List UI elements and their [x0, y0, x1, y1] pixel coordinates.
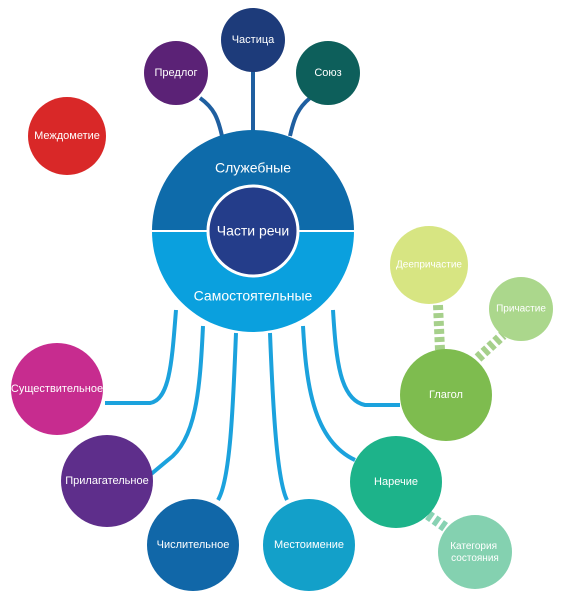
pronoun-circle [263, 499, 355, 591]
numeral-circle [147, 499, 239, 591]
category-state-line-1: Категория [450, 541, 497, 552]
connector-adjective [148, 325, 205, 477]
connector-pronoun [268, 332, 289, 501]
predlog-label: Предлог [155, 67, 198, 79]
connector-predlog [198, 96, 224, 137]
node-adjective: Прилагательное [61, 435, 153, 527]
deeprichastie-circle [390, 226, 468, 304]
adverb-label: Наречие [374, 476, 418, 488]
noun-label: Существительное [11, 383, 103, 395]
chastitsa-label: Частица [232, 34, 275, 46]
chastitsa-circle [221, 8, 285, 72]
node-chastitsa: Частица [221, 8, 285, 72]
independent-connectors [105, 309, 400, 502]
connector-soyuz [288, 96, 312, 137]
independent-half [152, 231, 354, 332]
independent-label: Самостоятельные [194, 288, 313, 304]
verb-label: Глагол [429, 389, 463, 401]
deeprichastie-label: Деепричастие [396, 260, 462, 271]
predlog-circle [144, 41, 208, 105]
node-prichastie: Причастие [489, 277, 553, 341]
connector-adverb [301, 325, 356, 462]
numeral-label: Числительное [157, 539, 230, 551]
connector-verb [331, 309, 400, 407]
node-soyuz: Союз [296, 41, 360, 105]
node-category-state: Категория состояния [438, 515, 512, 589]
connector-verb-deeprichastie [433, 304, 445, 351]
mezhdometie-label: Междометие [34, 130, 100, 142]
node-mezhdometie: Междометие [28, 97, 106, 175]
service-half [152, 130, 354, 231]
verb-circle [400, 349, 492, 441]
service-label: Служебные [215, 160, 291, 176]
center-hub: Служебные Части речи Самостоятельные [152, 130, 354, 332]
service-connectors [198, 70, 312, 137]
category-state-circle [438, 515, 512, 589]
noun-circle [11, 343, 103, 435]
node-adverb: Наречие [350, 436, 442, 528]
connector-numeral [216, 332, 238, 502]
mezhdometie-circle [28, 97, 106, 175]
soyuz-label: Союз [314, 67, 341, 79]
pronoun-label: Местоимение [274, 539, 344, 551]
adjective-circle [61, 435, 153, 527]
core-circle [206, 184, 300, 278]
node-deeprichastie: Деепричастие [390, 226, 468, 304]
node-predlog: Предлог [144, 41, 208, 105]
category-state-line-2: состояния [451, 553, 499, 564]
node-numeral: Числительное [147, 499, 239, 591]
adjective-label: Прилагательное [65, 475, 148, 487]
node-verb: Глагол [400, 349, 492, 441]
adverb-circle [350, 436, 442, 528]
prichastie-label: Причастие [496, 304, 546, 315]
node-noun: Существительное [11, 343, 103, 435]
category-state-label: Категория состояния [450, 541, 500, 564]
connector-noun [105, 309, 178, 405]
prichastie-circle [489, 277, 553, 341]
center-label: Части речи [217, 223, 289, 239]
connector-verb-prichastie [474, 331, 507, 362]
soyuz-circle [296, 41, 360, 105]
node-pronoun: Местоимение [263, 499, 355, 591]
